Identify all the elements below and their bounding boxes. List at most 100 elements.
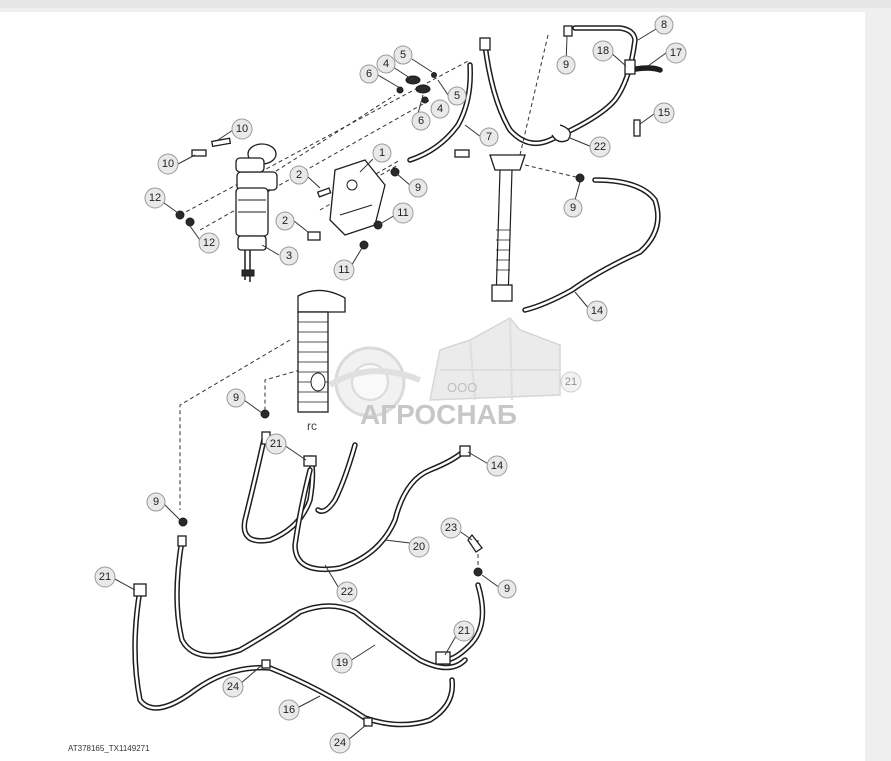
callout-9: 9 — [497, 579, 517, 599]
svg-text:9: 9 — [563, 59, 569, 71]
callout-1: 1 — [372, 143, 392, 163]
callout-2: 2 — [289, 165, 309, 185]
hose-8 — [482, 25, 638, 147]
callout-7: 7 — [479, 127, 499, 147]
svg-text:6: 6 — [418, 115, 424, 127]
svg-text:12: 12 — [203, 237, 215, 249]
svg-text:14: 14 — [591, 305, 603, 317]
callout-14: 14 — [486, 455, 508, 477]
svg-text:9: 9 — [153, 496, 159, 508]
svg-text:6: 6 — [366, 68, 372, 80]
hose-return-right — [522, 177, 661, 313]
callout-9: 9 — [226, 388, 246, 408]
svg-text:2: 2 — [296, 169, 302, 181]
svg-text:4: 4 — [437, 103, 443, 115]
hose-right-vertical — [133, 409, 486, 727]
callout-24: 24 — [222, 676, 244, 698]
fuel-cooler: rc — [297, 289, 346, 433]
svg-text:21: 21 — [458, 625, 470, 637]
svg-text:8: 8 — [661, 19, 667, 31]
svg-text:22: 22 — [341, 586, 353, 598]
svg-text:rc: rc — [307, 419, 317, 433]
callout-3: 3 — [279, 246, 299, 266]
svg-text:10: 10 — [162, 158, 174, 170]
svg-text:9: 9 — [504, 583, 510, 595]
hose-19 — [174, 537, 468, 671]
hose-20-assembly — [241, 431, 471, 573]
callout-21: 21 — [265, 433, 287, 455]
callout-14: 14 — [586, 300, 608, 322]
watermark-harvester-logo — [328, 317, 561, 418]
svg-text:24: 24 — [334, 737, 346, 749]
svg-text:5: 5 — [454, 90, 460, 102]
callout-11: 11 — [333, 259, 355, 281]
svg-text:9: 9 — [233, 392, 239, 404]
callout-23: 23 — [440, 517, 462, 539]
watermark: ООО АГРОСНАБ — [328, 317, 561, 430]
top-strip — [0, 0, 891, 8]
svg-text:11: 11 — [397, 207, 408, 219]
callout-4: 4 — [376, 54, 396, 74]
callout-10: 10 — [157, 153, 179, 175]
svg-text:9: 9 — [570, 202, 576, 214]
callout-11: 11 — [392, 202, 414, 224]
callout-16: 16 — [278, 699, 300, 721]
callout-9: 9 — [556, 55, 576, 75]
callout-2: 2 — [275, 211, 295, 231]
svg-text:12: 12 — [149, 192, 161, 204]
dashed-connection-lines — [179, 34, 581, 575]
svg-text:9: 9 — [415, 182, 421, 194]
svg-text:21: 21 — [270, 438, 282, 450]
callout-12: 12 — [144, 187, 166, 209]
svg-text:17: 17 — [670, 47, 682, 59]
callout-6: 6 — [359, 64, 379, 84]
svg-text:21: 21 — [99, 571, 111, 583]
callout-15: 15 — [653, 102, 675, 124]
callout-5: 5 — [447, 86, 467, 106]
callout-17: 17 — [665, 42, 687, 64]
hose-7 — [407, 62, 473, 163]
callout-9: 9 — [146, 492, 166, 512]
svg-text:11: 11 — [338, 264, 349, 276]
fuel-filter-assembly — [235, 143, 278, 282]
svg-text:20: 20 — [413, 541, 425, 553]
callout-19: 19 — [331, 652, 353, 674]
callout-8: 8 — [654, 15, 674, 35]
svg-text:1: 1 — [379, 147, 385, 159]
svg-text:22: 22 — [594, 141, 606, 153]
callout-6: 6 — [411, 111, 431, 131]
callout-9: 9 — [563, 198, 583, 218]
svg-text:16: 16 — [283, 704, 295, 716]
svg-text:7: 7 — [486, 131, 492, 143]
callout-12: 12 — [198, 232, 220, 254]
callout-22: 22 — [336, 581, 358, 603]
callout-4: 4 — [430, 99, 450, 119]
svg-text:24: 24 — [227, 681, 239, 693]
callout-18: 18 — [592, 40, 614, 62]
callout-21: 21 — [453, 620, 475, 642]
fuel-pickup-tube — [489, 154, 526, 302]
svg-text:23: 23 — [445, 522, 457, 534]
svg-text:4: 4 — [383, 58, 389, 70]
svg-text:21: 21 — [565, 376, 577, 388]
callout-20: 20 — [408, 536, 430, 558]
callout-21: 21 — [560, 371, 582, 393]
watermark-brand: АГРОСНАБ — [360, 399, 517, 430]
svg-text:3: 3 — [286, 250, 292, 262]
callout-10: 10 — [231, 118, 253, 140]
svg-text:14: 14 — [491, 460, 503, 472]
svg-text:19: 19 — [336, 657, 348, 669]
svg-text:10: 10 — [236, 123, 248, 135]
svg-text:15: 15 — [658, 107, 670, 119]
callout-9: 9 — [408, 178, 428, 198]
figure-code: AT378165_TX1149271 — [68, 744, 150, 753]
callout-24: 24 — [329, 732, 351, 754]
watermark-prefix: ООО — [447, 380, 477, 395]
callout-22: 22 — [589, 136, 611, 158]
svg-text:2: 2 — [282, 215, 288, 227]
callout-21: 21 — [94, 566, 116, 588]
svg-text:18: 18 — [597, 45, 609, 57]
svg-text:5: 5 — [400, 49, 406, 61]
